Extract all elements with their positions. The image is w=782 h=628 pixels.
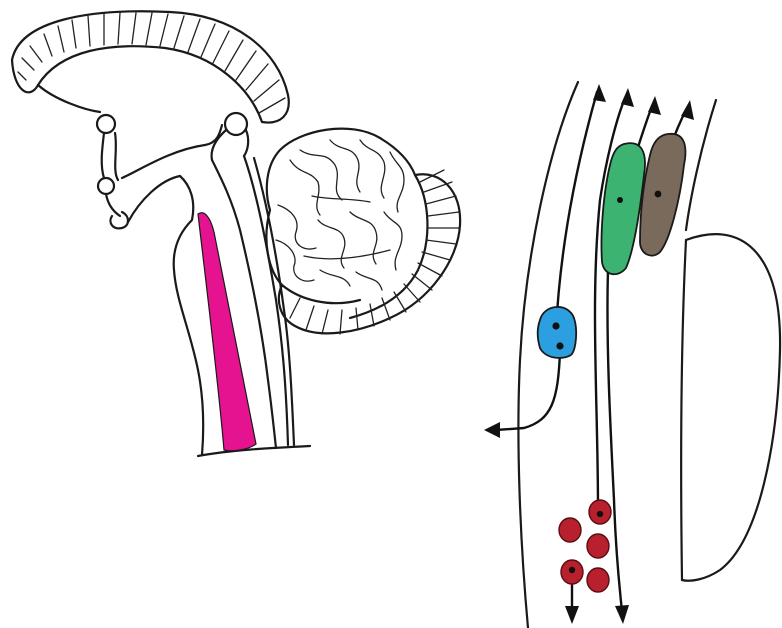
column-outline-right — [686, 100, 716, 230]
arrowhead-left — [484, 422, 500, 438]
arrowhead-down-left — [565, 606, 579, 624]
blue-cell-nucleus-top — [552, 322, 559, 329]
red-cell — [587, 534, 609, 558]
cerebellum — [266, 129, 460, 334]
corpus-callosum — [12, 11, 289, 122]
brain-section-drawing — [12, 11, 460, 456]
green-cell-nucleus — [617, 197, 623, 203]
magenta-tract — [198, 213, 256, 451]
arrowhead-up-3 — [648, 96, 661, 115]
arrowhead-up-1 — [593, 84, 606, 102]
blue-cell — [538, 307, 576, 358]
brown-cell-nucleus — [655, 191, 662, 198]
brown-cell — [640, 134, 685, 256]
arrowhead-up-2 — [621, 88, 634, 107]
brainstem — [174, 156, 310, 456]
descending-fiber-long — [607, 270, 622, 612]
green-cell — [601, 143, 645, 274]
blue-cell-nucleus-bottom — [556, 342, 563, 349]
arrowhead-down-right — [615, 605, 629, 624]
fornix-and-diencephalon — [38, 85, 248, 228]
descending-branch — [496, 352, 560, 430]
red-cell-cluster — [559, 500, 611, 592]
red-cell — [587, 568, 609, 592]
adjacent-structure-outline — [682, 234, 780, 581]
pathway-schematic — [484, 82, 780, 628]
red-cell — [559, 518, 581, 542]
ascending-fiber-1 — [556, 92, 597, 330]
